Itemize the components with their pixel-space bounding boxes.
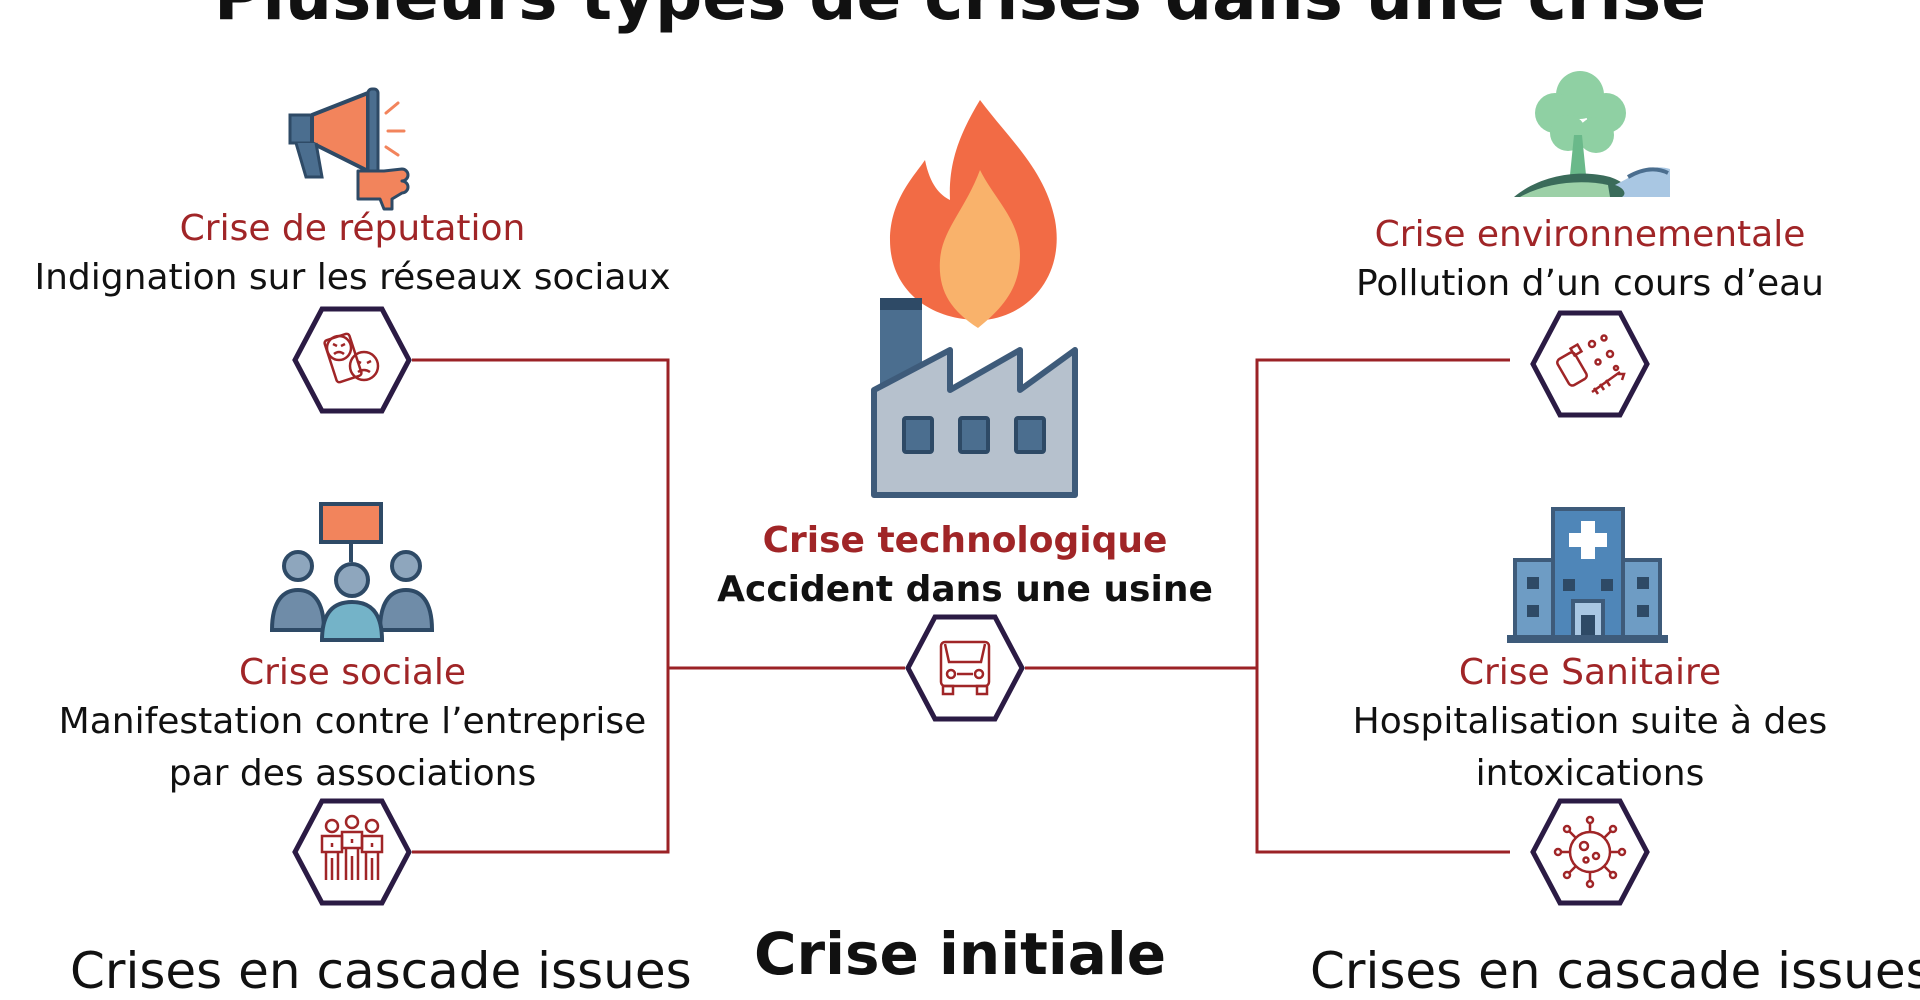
- connector-left: [412, 358, 905, 854]
- health-category: Crise Sanitaire: [1458, 652, 1722, 693]
- bottom-label-right: Crises en cascade issues: [1310, 942, 1920, 1000]
- angry-phone-faces-icon: [292, 306, 412, 414]
- environmental-category: Crise environnementale: [1374, 214, 1806, 255]
- node-reputation: Crise de réputation Indignation sur les …: [0, 206, 705, 304]
- bottom-label-center: Crise initiale: [753, 920, 1167, 988]
- polluted-water-icon: [1530, 310, 1650, 418]
- technological-description: Accident dans une usine: [717, 569, 1213, 610]
- crowd-protest-icon: [269, 502, 435, 642]
- health-description: Hospitalisation suite à des intoxication…: [1352, 701, 1828, 794]
- protesters-icon: [292, 798, 412, 906]
- connector-right: [1025, 358, 1510, 854]
- reputation-category: Crise de réputation: [179, 208, 526, 249]
- hospital-icon: [1507, 507, 1668, 643]
- bottom-label-left: Crises en cascade issues: [70, 942, 692, 1000]
- truck-icon: [905, 614, 1025, 722]
- virus-icon: [1530, 798, 1650, 906]
- node-social: Crise sociale Manifestation contre l’ent…: [40, 650, 665, 800]
- technological-category: Crise technologique: [762, 520, 1168, 561]
- social-category: Crise sociale: [238, 652, 467, 693]
- reputation-description: Indignation sur les réseaux sociaux: [34, 257, 671, 298]
- factory-fire-icon: [871, 100, 1078, 498]
- connector-lines: [412, 358, 1510, 854]
- node-technological: Crise technologique Accident dans une us…: [700, 518, 1230, 616]
- megaphone-dislike-icon: [288, 87, 410, 211]
- social-description: Manifestation contre l’entreprise par de…: [58, 701, 647, 794]
- environmental-description: Pollution d’un cours d’eau: [1356, 263, 1824, 304]
- polluted-river-icon: [1514, 71, 1670, 197]
- page-title: Plusieurs types de crises dans une crise: [0, 0, 1920, 35]
- node-environmental: Crise environnementale Pollution d’un co…: [1290, 212, 1890, 310]
- node-health: Crise Sanitaire Hospitalisation suite à …: [1340, 650, 1840, 800]
